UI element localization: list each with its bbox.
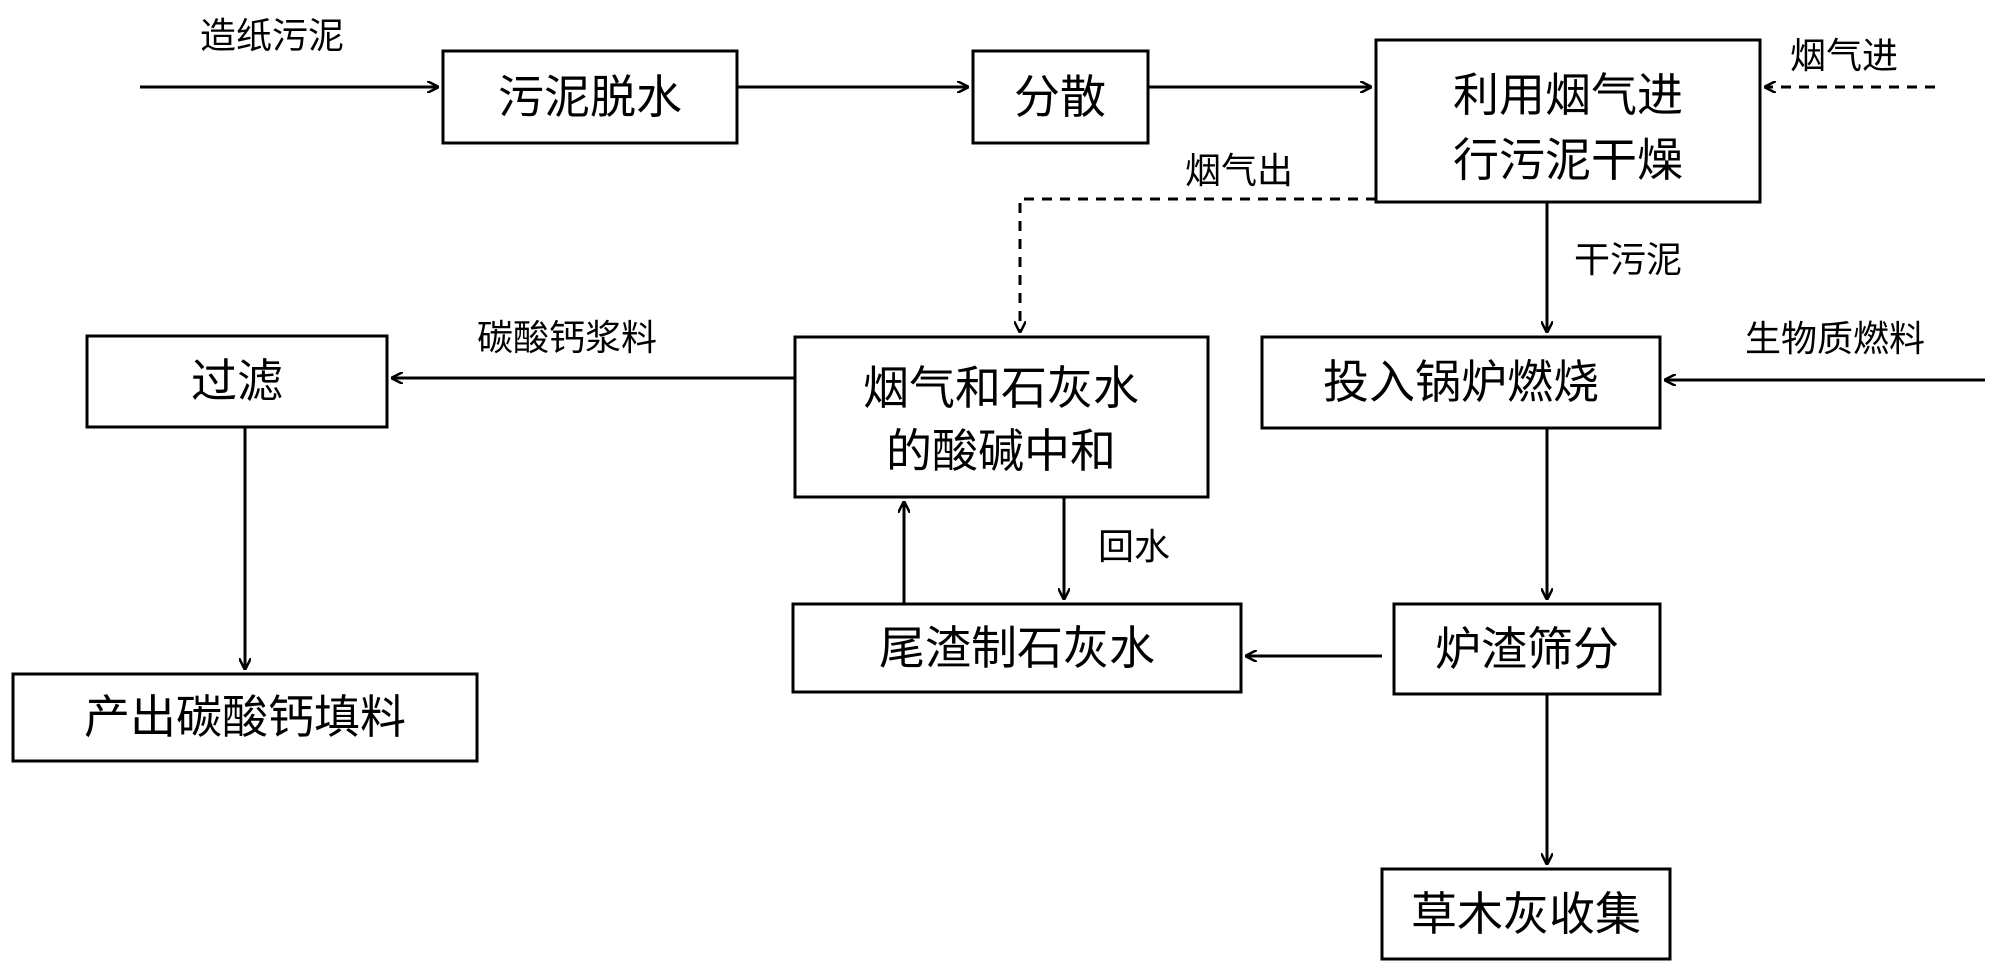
box-calcium-carbonate-product: 产出碳酸钙填料 — [11, 672, 479, 763]
label-biomass-fuel: 生物质燃料 — [1745, 319, 1925, 360]
label-flue-gas-in: 烟气进 — [1790, 36, 1898, 77]
box-neutralization-line2: 的酸碱中和 — [886, 424, 1116, 478]
box-disperse: 分散 — [971, 49, 1150, 145]
box-boiler-combustion: 投入锅炉燃烧 — [1260, 335, 1662, 430]
box-disperse-label: 分散 — [1014, 70, 1106, 124]
box-acid-base-neutralization: 烟气和石灰水 的酸碱中和 — [793, 335, 1210, 499]
box-lime-water-from-residue: 尾渣制石灰水 — [791, 602, 1243, 694]
box-slag-screening-label: 炉渣筛分 — [1435, 622, 1619, 676]
label-flue-gas-out: 烟气出 — [1185, 151, 1293, 192]
box-plant-ash-collection: 草木灰收集 — [1380, 867, 1672, 961]
box-neutralization-line1: 烟气和石灰水 — [863, 361, 1139, 415]
box-lime-water-label: 尾渣制石灰水 — [879, 621, 1155, 675]
box-sludge-dewatering-label: 污泥脱水 — [498, 70, 682, 124]
box-boiler-combustion-label: 投入锅炉燃烧 — [1323, 355, 1599, 409]
box-filter-label: 过滤 — [191, 354, 283, 408]
label-return-water: 回水 — [1098, 527, 1170, 568]
label-dry-sludge: 干污泥 — [1574, 240, 1682, 281]
label-calcium-carbonate-slurry: 碳酸钙浆料 — [477, 318, 657, 359]
label-paper-sludge: 造纸污泥 — [200, 16, 344, 57]
box-flue-gas-drying: 利用烟气进 行污泥干燥 — [1374, 38, 1762, 204]
arrow-flue-gas-out — [1020, 197, 1376, 332]
box-filter: 过滤 — [85, 334, 389, 429]
box-flue-gas-drying-line2: 行污泥干燥 — [1453, 133, 1683, 187]
box-sludge-dewatering: 污泥脱水 — [441, 49, 739, 145]
box-plant-ash-label: 草木灰收集 — [1411, 887, 1641, 941]
box-slag-screening: 炉渣筛分 — [1392, 602, 1662, 696]
box-flue-gas-drying-line1: 利用烟气进 — [1453, 68, 1683, 122]
box-product-label: 产出碳酸钙填料 — [84, 690, 406, 744]
